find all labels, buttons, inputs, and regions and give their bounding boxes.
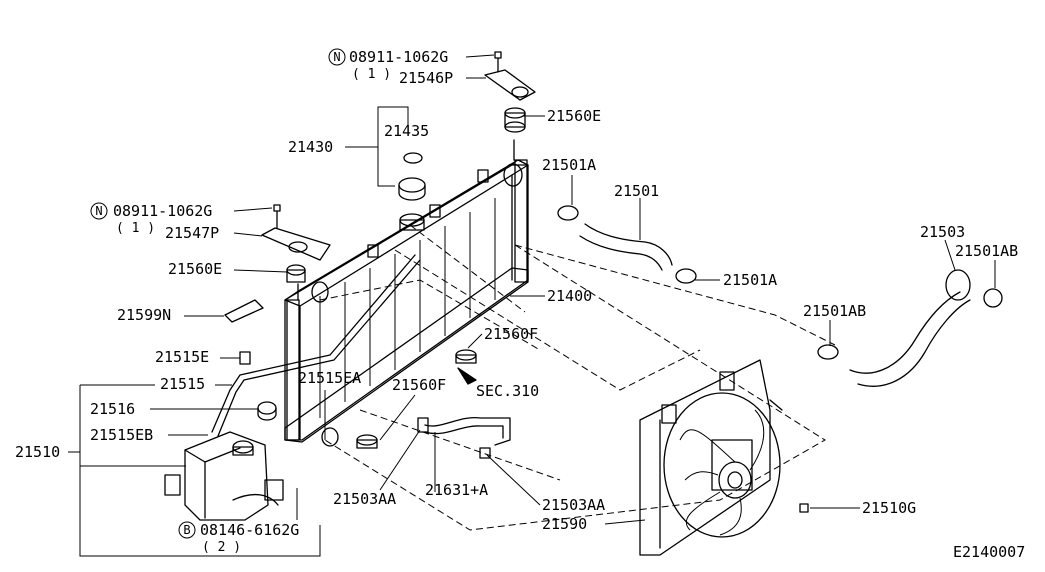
label-cap-seal: 21435 [384, 122, 429, 140]
label-bracket-left: 21547P [165, 224, 219, 242]
label-bracket-top: 21546P [399, 69, 453, 87]
label-bolt-left-qty: ( 1 ) [116, 221, 155, 236]
label-drain-b: 21503AA [542, 496, 605, 514]
label-bolt-left: 08911-1062G [113, 202, 212, 220]
callout-labels: N 08911-1062G ( 1 ) 21546P 21560E 21430 … [15, 48, 1025, 561]
label-mount-f2: 21560F [392, 376, 446, 394]
n-marker-top [328, 48, 346, 66]
label-bolt-top-qty: ( 1 ) [352, 67, 391, 82]
n-marker-left [90, 202, 108, 220]
label-upper-hose: 21501 [614, 182, 659, 200]
label-label-plate: 21599N [117, 306, 171, 324]
leader-lines [68, 54, 996, 557]
label-reservoir-hose: 21515 [160, 375, 205, 393]
label-upper-hose-clamp1: 21501A [542, 156, 596, 174]
label-drain-a: 21503AA [333, 490, 396, 508]
fan-shroud-assembly [639, 359, 783, 556]
label-upper-hose-clamp2: 21501A [723, 271, 777, 289]
n-marker-left-text: N [95, 204, 102, 218]
label-bolt-res: 08146-6162G [200, 521, 299, 539]
label-fan-shroud: 21590 [542, 515, 587, 533]
label-drain-hose: 21631+A [425, 481, 488, 499]
label-reservoir-cap: 21516 [90, 400, 135, 418]
label-mount-top: 21560E [547, 107, 601, 125]
reference-lines [319, 224, 836, 531]
diagram-id: E2140007 [953, 543, 1025, 561]
b-marker-text: B [183, 523, 190, 537]
label-mount-f1: 21560F [484, 325, 538, 343]
label-bolt-top: 08911-1062G [349, 48, 448, 66]
label-fan-bolt: 21510G [862, 499, 916, 517]
label-mount-left: 21560E [168, 260, 222, 278]
label-radiator: 21400 [547, 287, 592, 305]
label-lower-hose-clamp2: 21501AB [803, 302, 866, 320]
reservoir-tank [164, 254, 421, 521]
label-lower-hose-clamp1: 21501AB [955, 242, 1018, 260]
label-reservoir: 21510 [15, 443, 60, 461]
label-clip-b: 21515EA [298, 369, 361, 387]
label-sec-ref: SEC.310 [476, 382, 539, 400]
label-bolt-res-qty: ( 2 ) [202, 540, 241, 555]
label-clip-a: 21515E [155, 348, 209, 366]
n-marker-top-text: N [333, 50, 340, 64]
b-marker [178, 521, 196, 539]
radiator-core [284, 139, 529, 447]
label-clip-c: 21515EB [90, 426, 153, 444]
small-parts [224, 51, 1003, 513]
label-lower-hose: 21503 [920, 223, 965, 241]
label-cap-group: 21430 [288, 138, 333, 156]
